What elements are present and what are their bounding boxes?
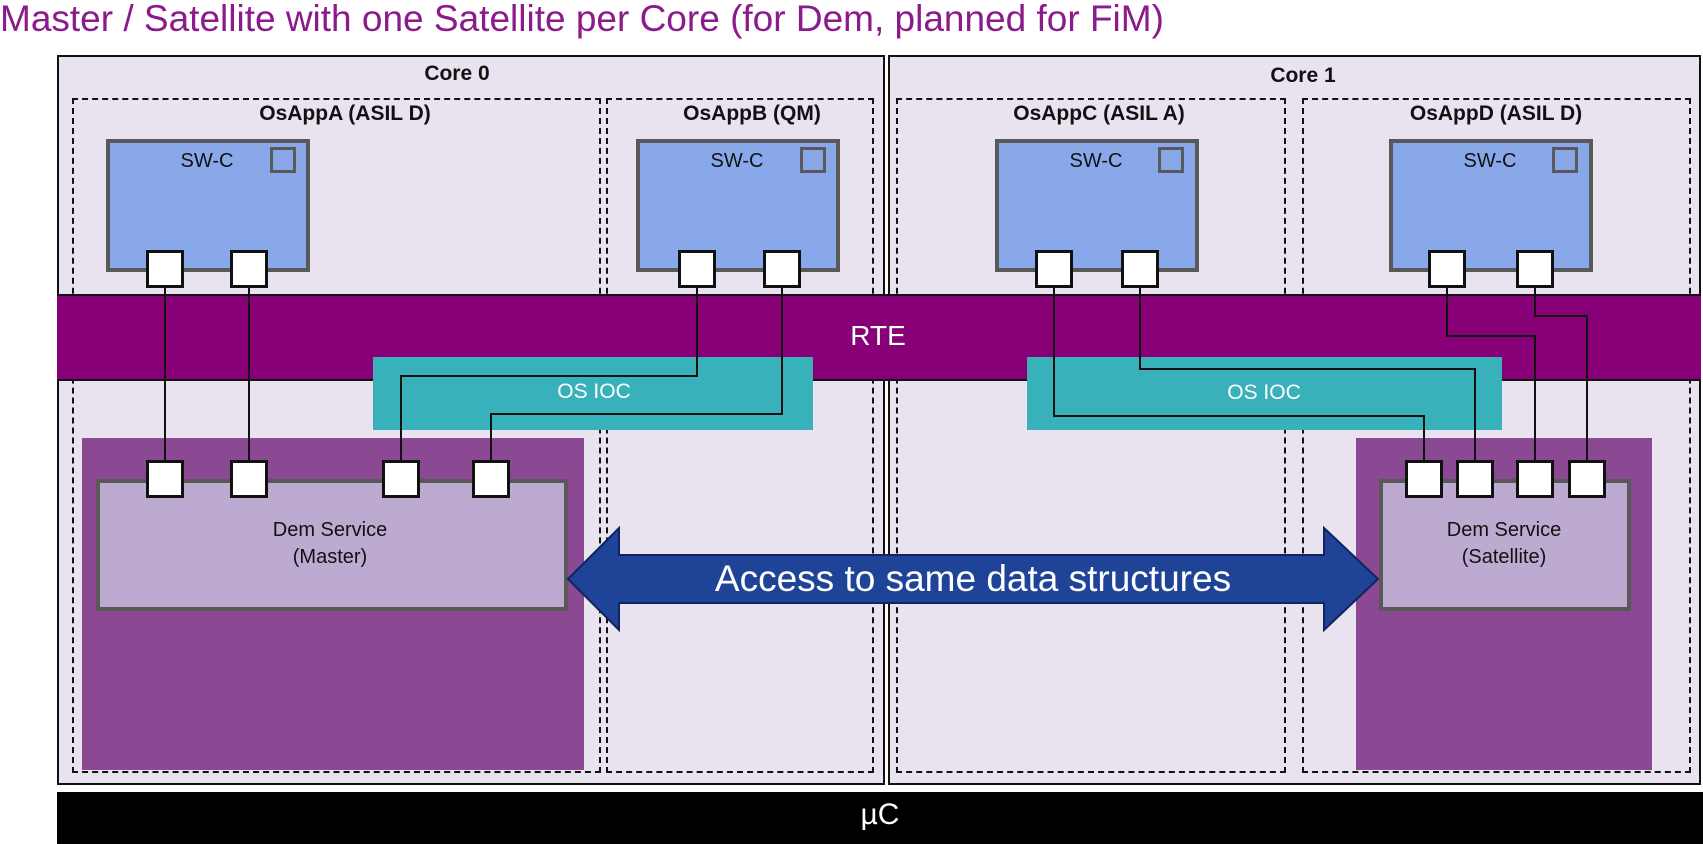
port [1428, 250, 1466, 288]
osapp-c-partition [896, 98, 1286, 773]
port [1456, 460, 1494, 498]
port [1035, 250, 1073, 288]
core-1-label: Core 1 [1270, 64, 1336, 87]
diagram-title: Master / Satellite with one Satellite pe… [0, 0, 1164, 39]
dem-satellite-service [1379, 479, 1631, 611]
port [1568, 460, 1606, 498]
dem-satellite-line2: (Satellite) [1461, 546, 1547, 568]
osapp-b-label: OsAppB (QM) [683, 102, 821, 125]
connector-line [1139, 269, 1476, 479]
swc-label-b: SW-C [710, 150, 764, 172]
osapp-a-label: OsAppA (ASIL D) [259, 102, 431, 125]
dem-satellite-line1: Dem Service [1446, 519, 1562, 541]
swc-label-d: SW-C [1463, 150, 1517, 172]
component-icon [800, 147, 826, 173]
dem-master-line1: Dem Service [272, 519, 388, 541]
dem-master-label: Dem Service (Master) [230, 517, 430, 571]
osapp-a-partition [72, 98, 601, 773]
connector-line [1446, 269, 1536, 479]
microcontroller-bar: µC [57, 792, 1703, 844]
swc-label-c: SW-C [1069, 150, 1123, 172]
connector-line [490, 269, 783, 479]
port [472, 460, 510, 498]
port [1121, 250, 1159, 288]
component-icon [1552, 147, 1578, 173]
arrow-label: Access to same data structures [715, 558, 1231, 599]
component-icon [270, 147, 296, 173]
dem-master-service [96, 479, 568, 611]
port [230, 250, 268, 288]
connector-line [400, 269, 698, 479]
osapp-d-partition [1302, 98, 1691, 773]
connector-line [1053, 269, 1425, 479]
port [146, 250, 184, 288]
port [763, 250, 801, 288]
double-arrow [566, 525, 1380, 633]
port [1516, 250, 1554, 288]
osapp-c-label: OsAppC (ASIL A) [1013, 102, 1185, 125]
port [230, 460, 268, 498]
dem-master-line2: (Master) [292, 546, 368, 568]
port [1516, 460, 1554, 498]
core-0-label: Core 0 [424, 62, 490, 85]
port [146, 460, 184, 498]
port [678, 250, 716, 288]
dem-satellite-label: Dem Service (Satellite) [1404, 517, 1604, 571]
rte-label: RTE [850, 320, 906, 351]
microcontroller-label: µC [860, 798, 900, 831]
port [382, 460, 420, 498]
os-ioc-label-1: OS IOC [1227, 381, 1301, 404]
component-icon [1158, 147, 1184, 173]
swc-label-a: SW-C [180, 150, 234, 172]
os-ioc-label-0: OS IOC [557, 380, 631, 403]
port [1405, 460, 1443, 498]
osapp-d-label: OsAppD (ASIL D) [1409, 102, 1583, 125]
os-ioc-core-0 [373, 357, 813, 430]
connector-line [1534, 269, 1588, 479]
osapp-b-partition [606, 98, 874, 773]
